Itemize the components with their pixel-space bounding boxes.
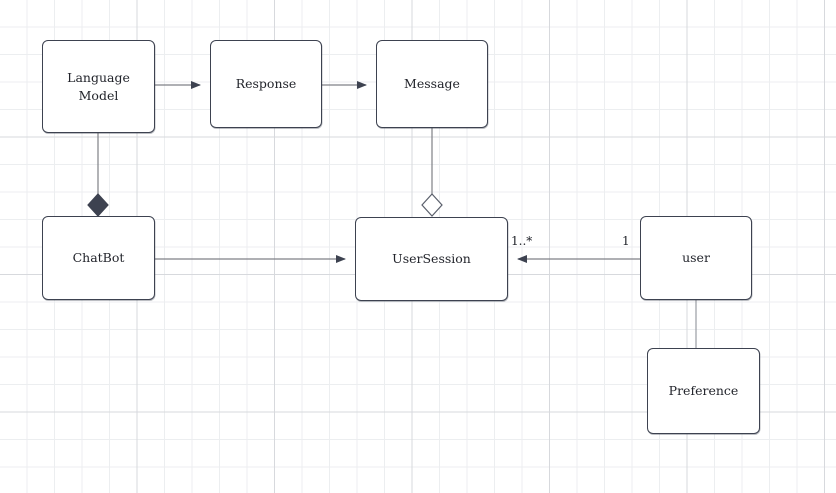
node-label-usersession: UserSession: [392, 251, 471, 267]
node-language-model[interactable]: Language Model: [42, 40, 155, 133]
edge-label-session-multiplicity: 1..*: [511, 234, 533, 248]
node-label-chatbot: ChatBot: [72, 250, 125, 266]
node-label-response: Response: [235, 76, 297, 92]
edge-message-to-usersession: [421, 128, 443, 217]
node-message[interactable]: Message: [376, 40, 488, 128]
edge-label-user-multiplicity: 1: [622, 234, 630, 248]
node-response[interactable]: Response: [210, 40, 322, 128]
hollow-diamond-marker: [421, 193, 443, 217]
node-preference[interactable]: Preference: [647, 348, 760, 434]
filled-diamond-marker: [87, 193, 109, 217]
node-label-language-model: Language Model: [67, 69, 130, 103]
node-user[interactable]: user: [640, 216, 752, 300]
node-label-message: Message: [404, 76, 460, 92]
node-usersession[interactable]: UserSession: [355, 217, 508, 301]
node-label-user: user: [682, 250, 710, 266]
node-label-preference: Preference: [668, 383, 739, 399]
edge-language-model-to-chatbot: [87, 133, 109, 217]
node-chatbot[interactable]: ChatBot: [42, 216, 155, 300]
